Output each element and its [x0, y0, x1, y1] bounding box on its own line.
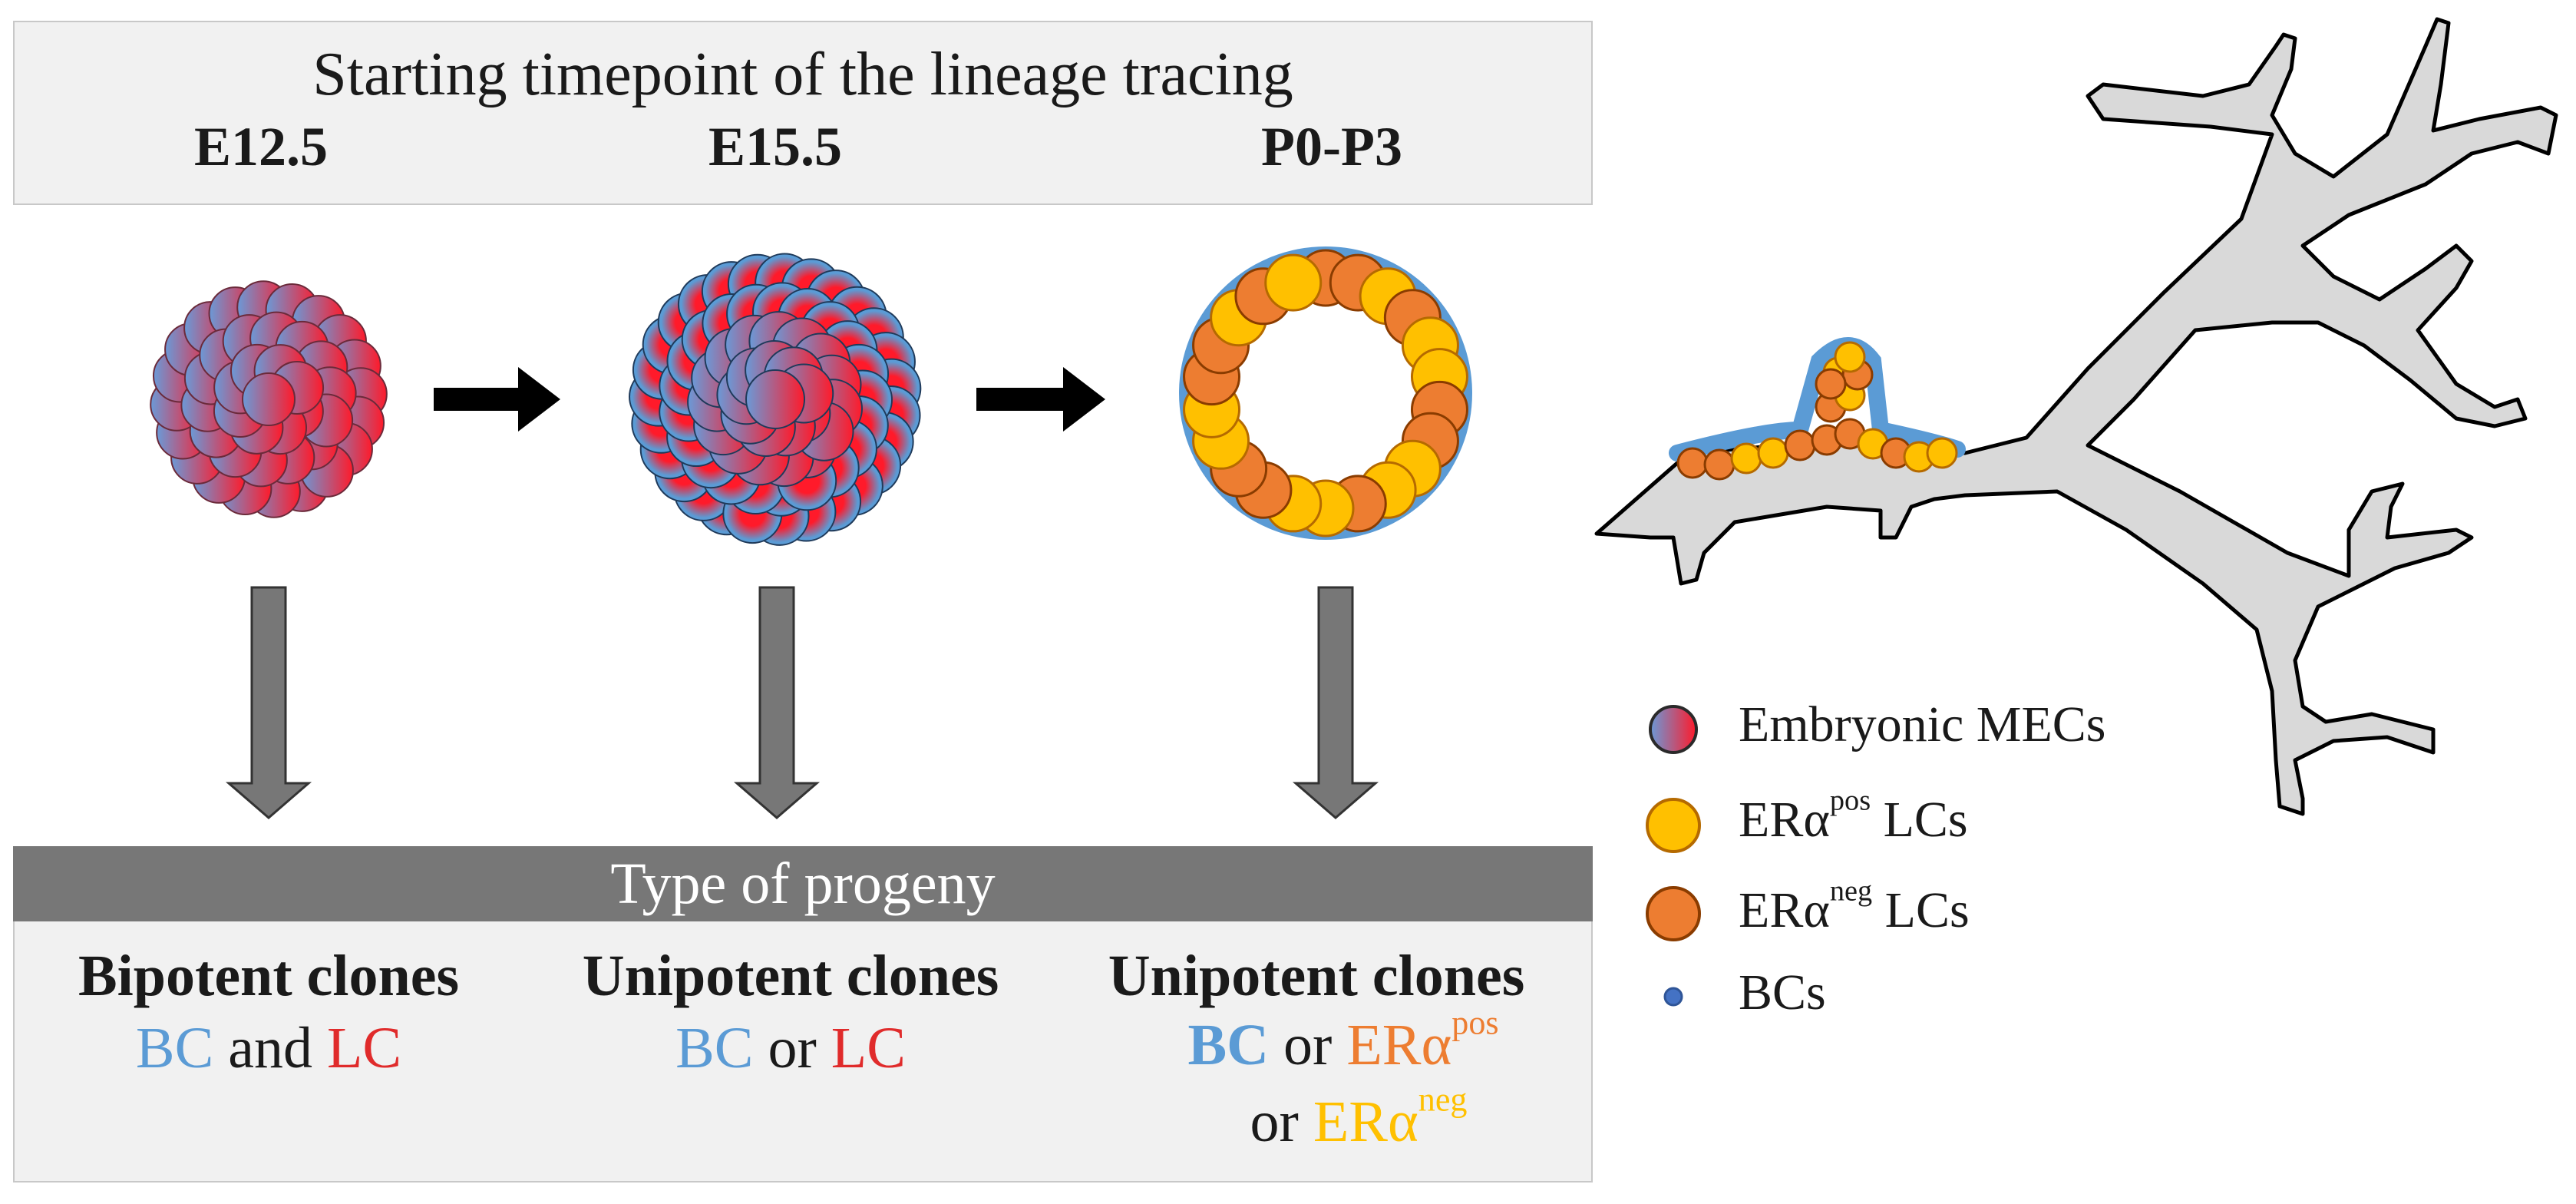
clone-desc-bipotent: BC and LC	[0, 1015, 537, 1082]
bc-label: BC	[135, 1016, 214, 1080]
right-arrow-2	[976, 367, 1105, 432]
legend-icon-er-pos	[1646, 798, 1701, 853]
progeny-panel	[13, 921, 1593, 1182]
er-pos-luminal-cell	[1926, 437, 1958, 469]
legend-label-er-pos: ERαpos LCs	[1739, 784, 1968, 848]
legend-label-embryonic-mecs: Embryonic MECs	[1739, 696, 2106, 752]
er-pos-luminal-cell	[1757, 437, 1789, 469]
er-neg-luminal-cell	[1703, 448, 1735, 481]
lc-label: LC	[831, 1016, 906, 1080]
embryonic-cluster-e15-5	[629, 253, 922, 546]
er-pos-luminal-cell	[1834, 341, 1866, 373]
or-word: or	[1250, 1090, 1299, 1154]
timepoint-e12-5: E12.5	[193, 116, 329, 177]
or-word: or	[1283, 1013, 1333, 1077]
header-title: Starting timepoint of the lineage tracin…	[312, 41, 1293, 108]
down-arrow-2	[733, 586, 821, 819]
timepoint-p0-p3: P0-P3	[1261, 116, 1402, 177]
er-pos-label: ERαpos	[1346, 1004, 1499, 1077]
bc-label: BC	[1187, 1013, 1270, 1077]
legend-label-er-neg: ERαneg LCs	[1739, 875, 1970, 938]
er-pos-luminal-cell	[1730, 442, 1762, 475]
embryonic-mec-cell	[242, 372, 296, 426]
ring-structure-p0-p3	[1179, 246, 1472, 540]
or-word: or	[768, 1016, 817, 1080]
legend-icon-er-neg	[1646, 886, 1701, 941]
header-panel	[13, 21, 1593, 205]
clone-title-bipotent: Bipotent clones	[78, 944, 460, 1008]
lc-label: LC	[327, 1016, 402, 1080]
right-arrow-1	[434, 367, 560, 432]
timepoint-e15-5: E15.5	[708, 116, 843, 177]
er-neg-label: ERαneg	[1313, 1080, 1468, 1154]
er-pos-luminal-cell	[1264, 253, 1323, 312]
clone-desc-unipotent-2b: or ERαneg	[1090, 1080, 1627, 1156]
embryonic-cluster-e12-5	[150, 280, 388, 518]
legend-label-bcs: BCs	[1739, 964, 1826, 1020]
er-neg-luminal-cell	[1784, 429, 1816, 461]
er-neg-luminal-cell	[1815, 368, 1847, 400]
bc-label: BC	[675, 1016, 754, 1080]
embryonic-cell	[745, 369, 805, 429]
and-word: and	[228, 1016, 312, 1080]
legend-icon-bc	[1663, 987, 1683, 1007]
duct-tree	[1594, 17, 2558, 816]
down-arrow-3	[1292, 586, 1379, 819]
clone-title-unipotent-2: Unipotent clones	[1108, 944, 1525, 1008]
legend-icon-embryonic-mec	[1649, 705, 1698, 754]
clone-desc-unipotent-2a: BC or ERαpos	[1075, 1004, 1612, 1079]
clone-desc-unipotent-1: BC or LC	[522, 1015, 1059, 1082]
progeny-bar: Type of progeny	[13, 846, 1593, 921]
clone-title-unipotent-1: Unipotent clones	[582, 944, 999, 1008]
down-arrow-1	[225, 586, 312, 819]
er-neg-luminal-cell	[1676, 447, 1709, 479]
duct-bud-cells	[1669, 337, 1966, 481]
